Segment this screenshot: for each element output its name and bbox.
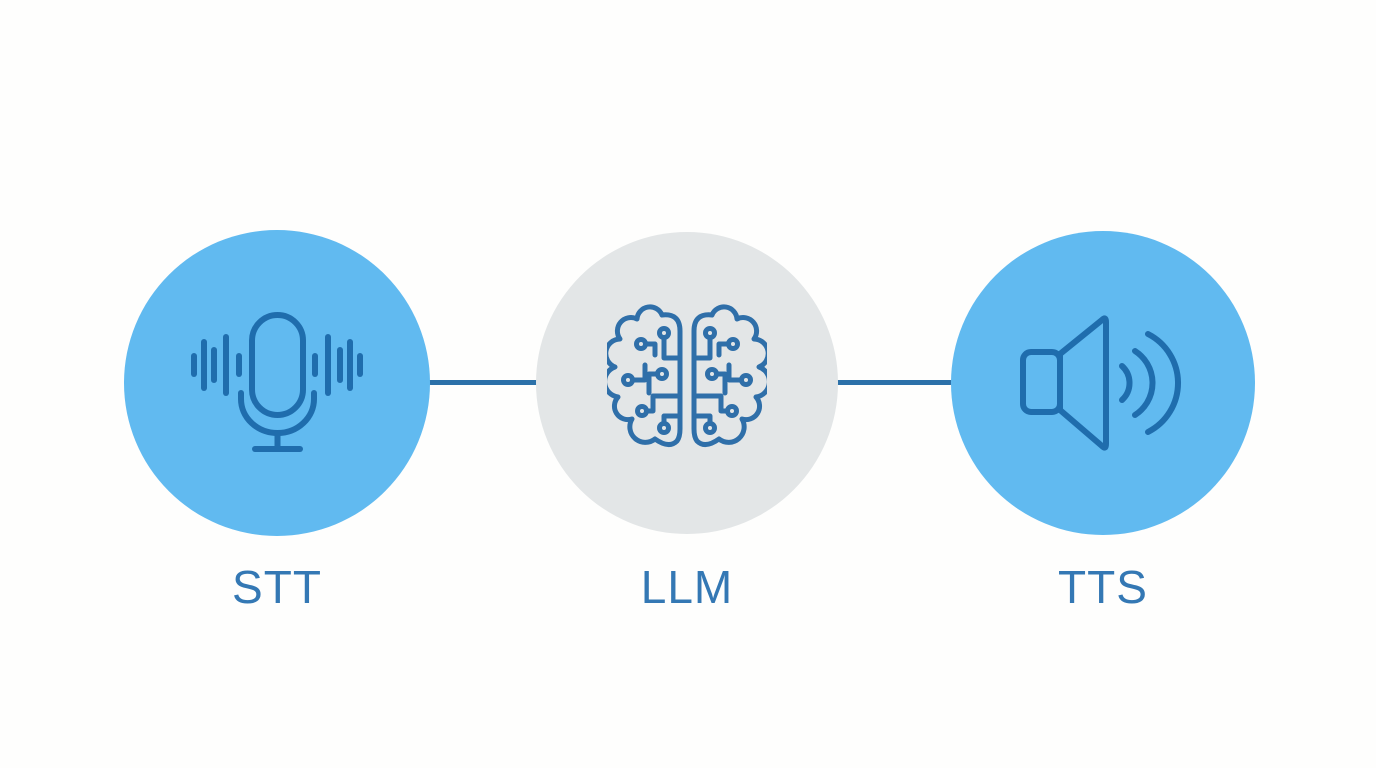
microphone-waveform-icon [191,312,363,452]
speaker-sound-waves-icon [1020,315,1182,451]
node-label-tts: TTS [1058,561,1148,613]
node-stt [124,230,430,536]
brain-circuit-icon [607,304,767,447]
node-label-stt: STT [232,561,322,613]
node-tts [951,231,1255,535]
node-label-llm: LLM [640,561,734,613]
node-llm [536,232,838,534]
connector-line-stt-llm [428,380,539,385]
connector-line-llm-tts [836,380,953,385]
